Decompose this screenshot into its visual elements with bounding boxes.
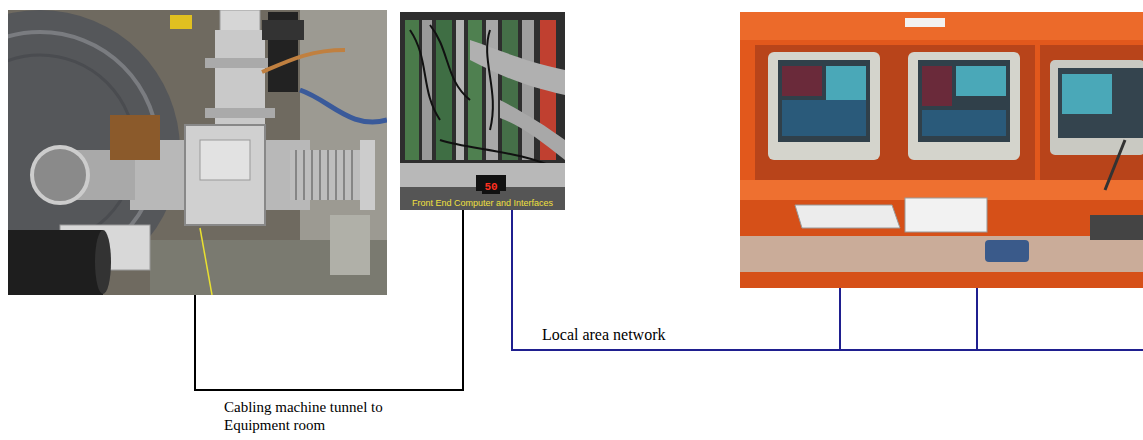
- equipment-photo-part: [32, 147, 88, 203]
- cabling-line: [195, 210, 463, 390]
- control-room-photo-part: [1105, 140, 1125, 190]
- equipment-photo-part: [8, 230, 103, 295]
- equipment-photo-part-part: [303, 150, 305, 200]
- equipment-photo-part-part: [343, 150, 345, 200]
- equipment-photo-part-part: [327, 150, 329, 200]
- control-room-photo-part: [985, 240, 1029, 262]
- network-branch: [839, 288, 841, 350]
- control-room-photo-part: [782, 66, 822, 96]
- equipment-photo-part-part: [295, 150, 297, 200]
- network-label-holder: Local area network: [540, 325, 667, 344]
- control-room-photo-part: [895, 45, 1035, 180]
- control-room-photo-part: [1090, 215, 1143, 240]
- front-end-crate-photo-part: [436, 20, 452, 160]
- equipment-photo-part-part: [351, 150, 353, 200]
- equipment-photo-part-part: [335, 150, 337, 200]
- front-end-crate-photo-part-part: [430, 25, 470, 100]
- equipment-photo-part: [205, 58, 275, 68]
- control-room-photo-part: [755, 45, 895, 180]
- equipment-photo-part: [262, 50, 345, 72]
- overlay-caption: Front End Computer and Interfaces: [412, 197, 553, 209]
- front-end-crate-photo-part: [410, 25, 560, 170]
- equipment-photo-part-part: [311, 150, 313, 200]
- control-room-photo-part: [740, 180, 1143, 200]
- equipment-photo-part: [110, 115, 160, 160]
- cabling-label: Cabling machine tunnel to Equipment room: [224, 398, 414, 434]
- cabling-label-holder: Cabling machine tunnel to Equipment room: [224, 398, 414, 434]
- control-room-photo-part: [740, 12, 1143, 40]
- control-room-photo-part: [795, 205, 900, 228]
- front-end-crate-photo-part: [502, 20, 518, 160]
- equipment-photo-part: [205, 108, 275, 118]
- front-end-crate-photo-part-part: [487, 30, 493, 130]
- front-end-crate-photo-part: [400, 12, 565, 210]
- control-room-photo-part: [956, 66, 1006, 96]
- equipment-photo-part: [360, 140, 375, 210]
- equipment-photo-part: [262, 20, 304, 40]
- equipment-photo: [8, 10, 387, 295]
- control-room-photo-part: [1058, 68, 1143, 138]
- control-room-photo-part: [1062, 74, 1112, 114]
- front-end-crate-photo: [400, 12, 565, 210]
- equipment-photo-part: [300, 90, 387, 122]
- overlay-caption-holder: Front End Computer and Interfaces: [412, 192, 553, 210]
- equipment-photo-part: [170, 15, 192, 29]
- control-room-photo-part: [782, 100, 866, 136]
- equipment-photo-part: [200, 140, 250, 180]
- network-line: [512, 210, 1143, 350]
- control-room-photo-part: [768, 52, 880, 160]
- control-room-photo-part: [905, 198, 987, 232]
- control-room-photo-part: [778, 60, 870, 142]
- control-room-photo-part: [918, 60, 1010, 142]
- control-room-photo: [740, 12, 1143, 288]
- control-room-photo-part: [908, 52, 1020, 160]
- control-room-photo-part: [922, 66, 952, 106]
- front-end-crate-photo-part-part: [410, 30, 440, 120]
- front-end-crate-photo-part: [522, 20, 534, 160]
- control-room-photo-part: [922, 110, 1006, 136]
- network-label: Local area network: [540, 325, 667, 344]
- control-room-photo-part: [1050, 60, 1143, 155]
- equipment-photo-part: [290, 150, 365, 200]
- equipment-photo-part: [200, 228, 212, 295]
- front-end-crate-photo-part: [470, 40, 565, 95]
- equipment-photo-part: [296, 150, 352, 200]
- equipment-photo-part-part: [319, 150, 321, 200]
- front-end-crate-photo-part: [500, 100, 565, 160]
- control-room-photo-part: [740, 236, 1143, 272]
- equipment-photo-part: [330, 215, 370, 275]
- equipment-photo-part: [185, 125, 265, 225]
- front-end-crate-photo-part: [486, 20, 498, 160]
- control-room-photo-part: [905, 18, 945, 27]
- display-digits: 50: [482, 180, 499, 194]
- equipment-photo-part: [95, 230, 111, 294]
- network-branch: [976, 288, 978, 350]
- display-digits-holder: 50: [482, 176, 499, 194]
